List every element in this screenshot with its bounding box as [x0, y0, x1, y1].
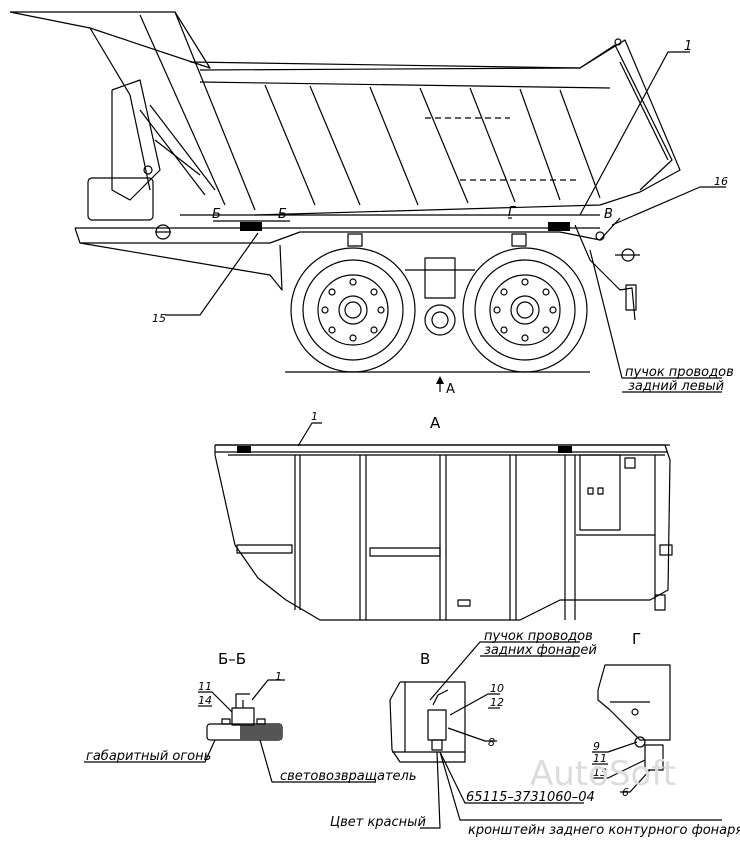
section-mark-b-right: Б	[278, 207, 287, 222]
view-a-labels: А 1	[311, 410, 441, 432]
part-number: 65115–3731060–04	[466, 790, 595, 805]
callout-8: 8	[488, 736, 495, 749]
callout-12: 12	[490, 696, 504, 709]
callout-11-view-g: 11	[593, 752, 607, 765]
reflector-label: световозвращатель	[280, 769, 417, 784]
main-view-labels: Б Б Г В 1 16 15 А пучок проводов задний …	[152, 39, 734, 397]
body-front-guard	[9, 11, 211, 69]
callout-16: 16	[714, 175, 728, 188]
callout-14: 14	[198, 694, 212, 707]
marker-light-label: габаритный огонь	[86, 749, 211, 764]
view-v-title: В	[420, 650, 430, 668]
dump-truck-side-view	[9, 11, 726, 393]
section-b-b	[84, 679, 376, 783]
callout-6: 6	[622, 786, 629, 799]
view-g-title: Г	[632, 630, 641, 648]
section-b-title: Б–Б	[218, 650, 246, 668]
front-rear-wheel	[290, 247, 416, 373]
callout-11-section-b: 11	[198, 680, 212, 693]
callout-1-section-b: 1	[275, 670, 282, 683]
bracket-label: кронштейн заднего контурного фонаря	[468, 823, 740, 838]
section-mark-b-left: Б	[212, 207, 221, 222]
wire-bundle-line-1: пучок проводов	[625, 365, 734, 380]
section-mark-g: Г	[508, 205, 517, 220]
view-v-labels: В пучок проводов задних фонарей 10 12 8 …	[330, 629, 740, 838]
color-note: Цвет красный	[330, 815, 426, 830]
rear-rear-wheel	[462, 247, 588, 373]
view-g	[592, 664, 671, 793]
section-b-labels: Б–Б 1 11 14 габаритный огонь световозвра…	[86, 650, 417, 784]
section-mark-v: В	[604, 207, 613, 222]
view-g-labels: Г 9 11 13 6	[593, 630, 641, 799]
callout-1-main: 1	[684, 39, 692, 54]
callout-13: 13	[593, 766, 607, 779]
callout-10: 10	[490, 682, 504, 695]
wire-bundle-line-2: задний левый	[628, 379, 724, 394]
watermark: AutoSoft	[530, 754, 676, 794]
view-v	[389, 641, 722, 829]
wire-bundle-rear-line-2: задних фонарей	[484, 643, 597, 658]
dump-body	[189, 39, 681, 216]
view-a-rear	[214, 422, 673, 621]
arrow-a-label: А	[446, 382, 455, 397]
callout-1-view-a: 1	[311, 410, 318, 423]
wire-bundle-rear-line-1: пучок проводов	[484, 629, 593, 644]
callout-15: 15	[152, 312, 166, 325]
callout-9: 9	[593, 740, 600, 753]
view-a-title: А	[430, 414, 441, 432]
